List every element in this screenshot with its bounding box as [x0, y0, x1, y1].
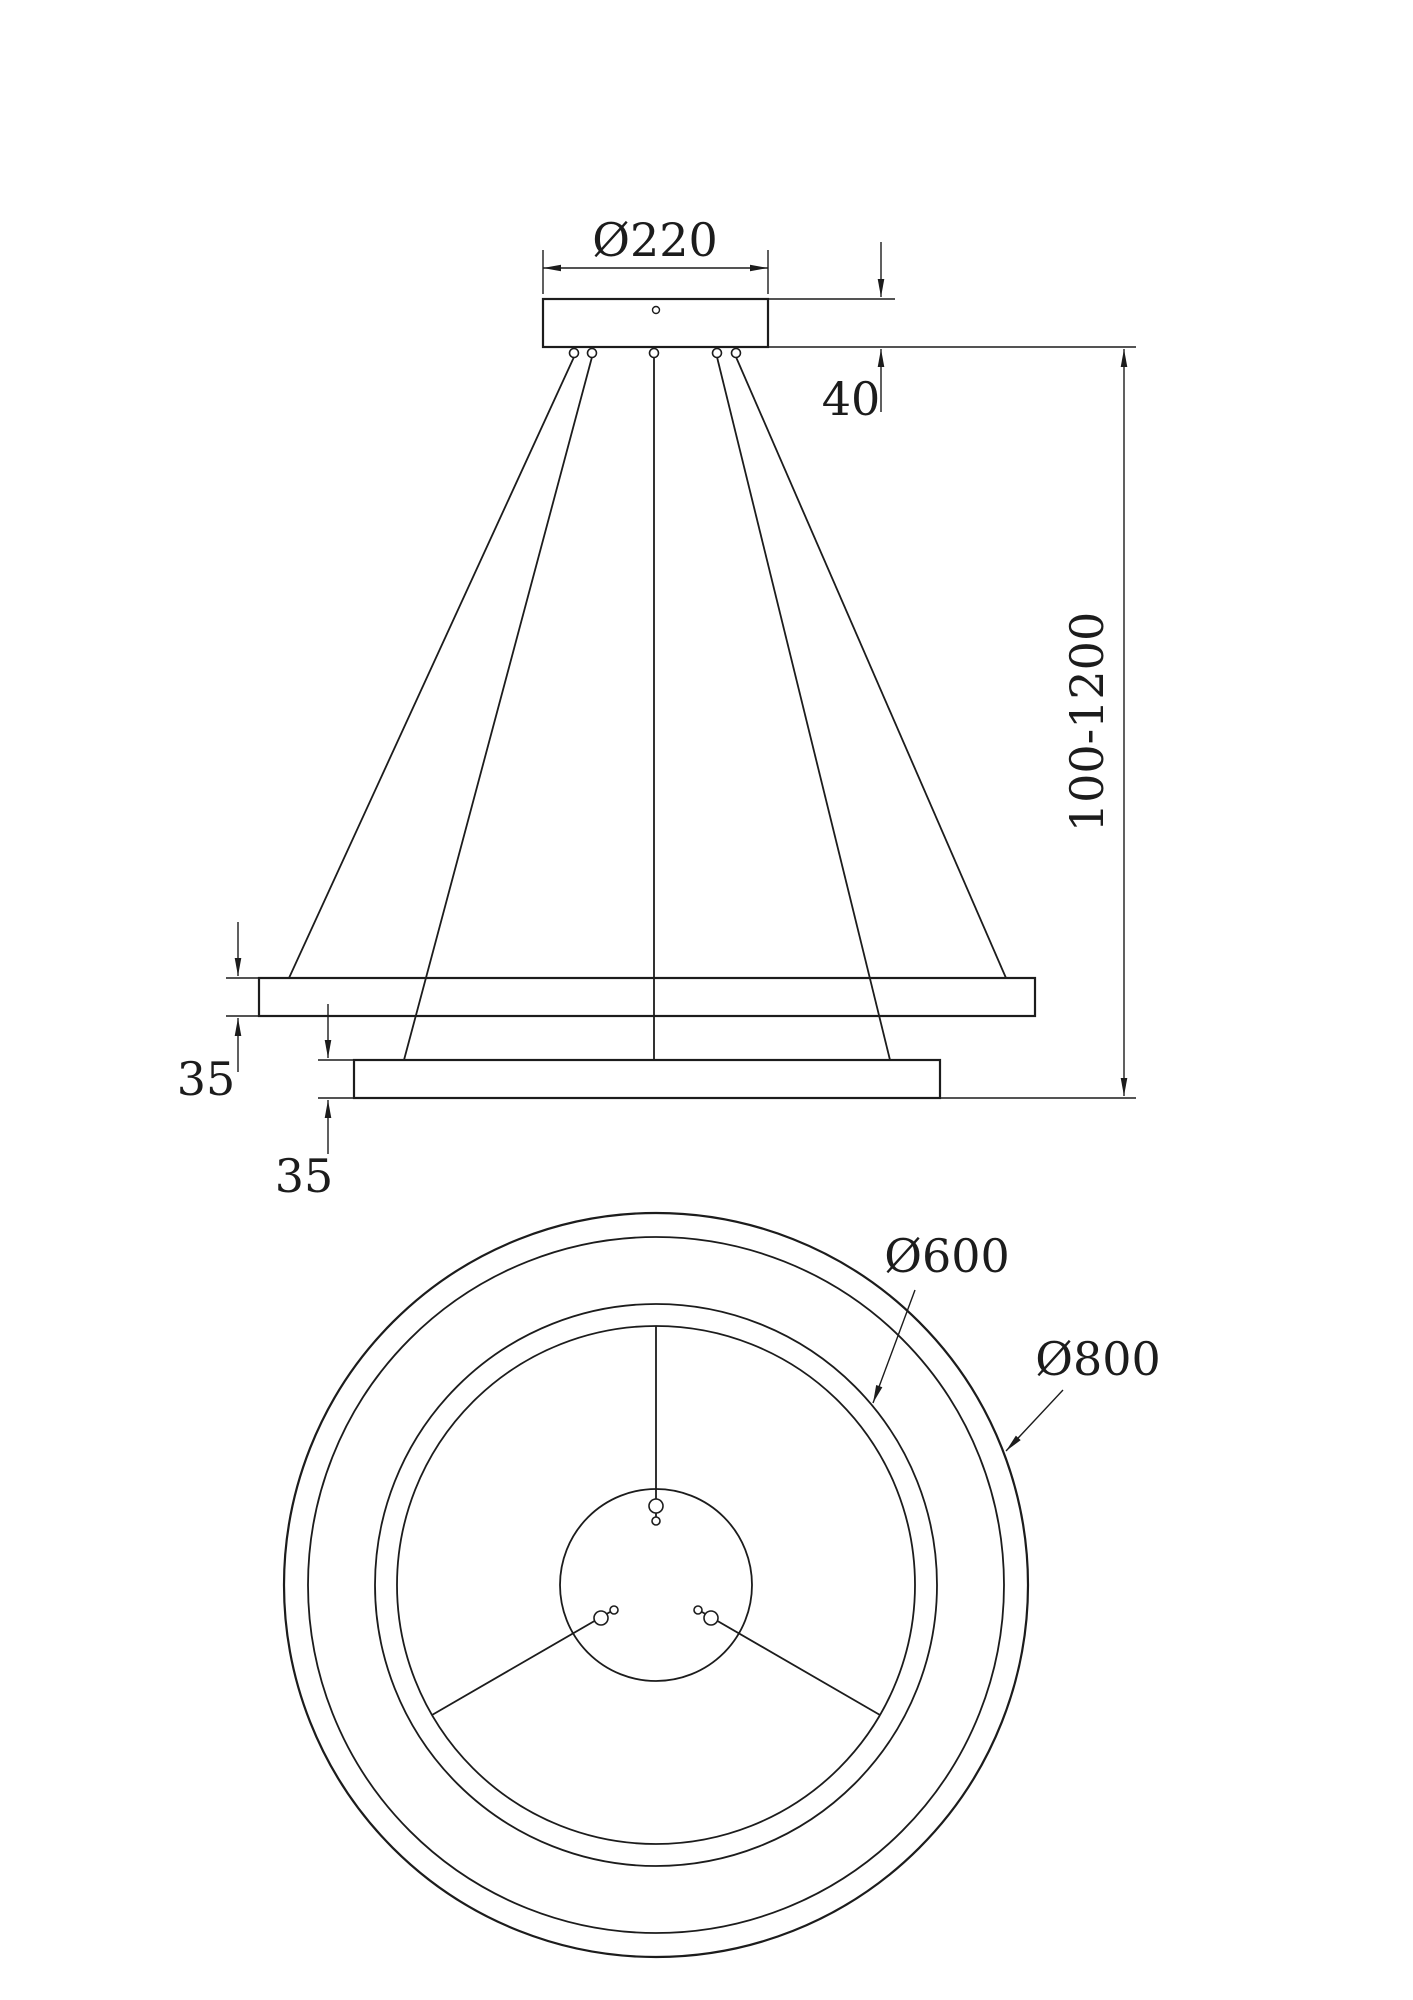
ceiling-canopy: [541, 297, 770, 349]
dimension-label-outer-diameter: Ø800: [1035, 1332, 1161, 1386]
wire-gland: [730, 347, 742, 359]
dimension-label-upper-ring-thickness: 35: [177, 1052, 236, 1106]
dimension-label-inner-diameter: Ø600: [884, 1229, 1010, 1283]
lower-ring-profile: [352, 1058, 942, 1100]
spoke-lower-left: [431, 1611, 611, 1716]
plan-view: Ø600 Ø800: [282, 1211, 1161, 1959]
wire-gland: [648, 347, 660, 359]
side-elevation-view: Ø220 40 100-1200 35: [177, 213, 1136, 1203]
suspension-wire-inner-right: [716, 356, 891, 1061]
suspension-wire-inner-left: [403, 356, 593, 1061]
label-inner-ring-diameter: Ø600: [872, 1229, 1010, 1404]
dimension-label-canopy-height: 40: [822, 372, 881, 426]
wire-eyelet: [651, 1516, 661, 1526]
outer-ring-inner-edge: [307, 1236, 1005, 1934]
wire-eyelet: [648, 1498, 664, 1514]
inner-ring-outer-edge: [374, 1303, 938, 1867]
dimension-label-canopy-diameter: Ø220: [592, 213, 718, 267]
dimension-lower-ring-thickness: 35: [275, 1004, 354, 1203]
wire-gland: [568, 347, 580, 359]
dimension-label-lower-ring-thickness: 35: [275, 1149, 334, 1203]
leader-line: [1005, 1389, 1064, 1452]
dimension-upper-ring-thickness: 35: [177, 922, 259, 1106]
suspension-wire-outer-right: [735, 356, 1007, 979]
leader-line: [872, 1289, 916, 1404]
dimension-suspension-length: 100-1200: [940, 349, 1136, 1099]
canopy-center-hole: [651, 305, 661, 315]
wire-eyelet: [693, 1605, 703, 1615]
upper-ring-profile: [257, 976, 1037, 1018]
wire-gland: [711, 347, 723, 359]
suspension-wire-outer-left: [288, 356, 575, 979]
dimension-label-suspension-length: 100-1200: [1060, 612, 1114, 832]
spoke-lower-right: [701, 1611, 881, 1716]
wire-eyelet: [703, 1610, 719, 1626]
label-outer-ring-diameter: Ø800: [1005, 1332, 1161, 1452]
dimension-canopy-height: 40: [768, 242, 1136, 426]
wire-gland: [586, 347, 598, 359]
outer-ring-outer-edge: [282, 1211, 1030, 1959]
wire-eyelet: [609, 1605, 619, 1615]
wire-eyelet: [593, 1610, 609, 1626]
dimension-canopy-diameter: Ø220: [542, 213, 769, 294]
